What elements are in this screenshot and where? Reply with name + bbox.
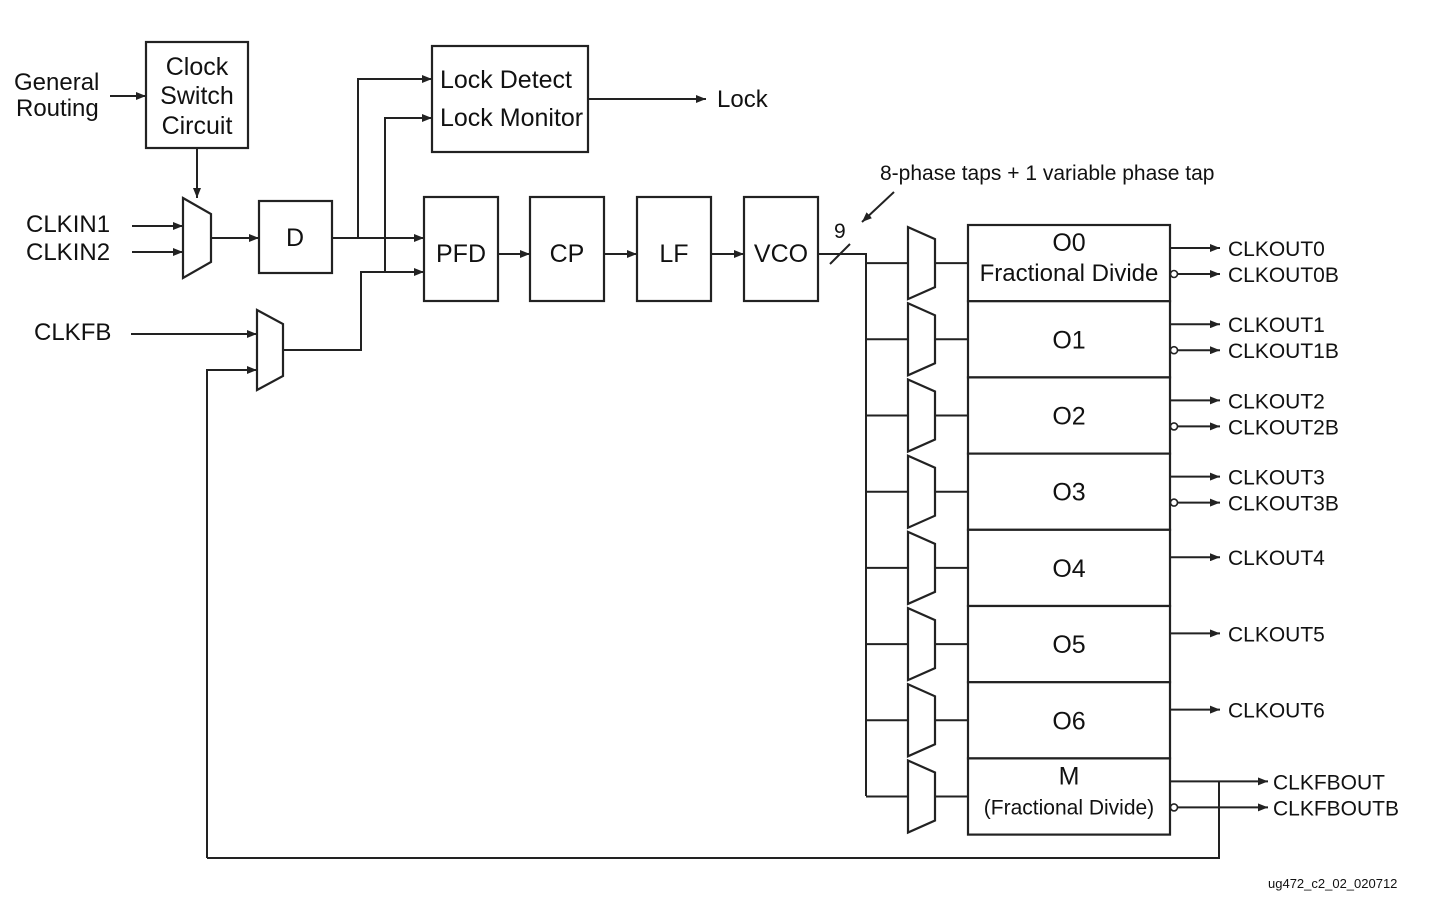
cp-label: CP [550, 240, 585, 268]
phase-mux-5 [906, 606, 937, 682]
counter-block-o6 [966, 681, 1172, 760]
vco-label: VCO [754, 240, 808, 268]
counter-block-o1 [966, 300, 1172, 379]
output-label-clkout0: CLKOUT0 [1228, 238, 1325, 261]
counter-block-o2 [966, 376, 1172, 455]
general-routing-label-line1: General [14, 69, 99, 96]
counter-block-o0 [966, 223, 1172, 303]
counter-name-o5: O5 [1052, 631, 1085, 659]
phase-mux-4 [906, 530, 937, 606]
output-label-clkout2: CLKOUT2 [1228, 390, 1325, 413]
phase-mux-3 [906, 454, 937, 530]
clkin1-label: CLKIN1 [26, 211, 110, 238]
inverter-bubble-2 [1169, 422, 1179, 431]
lock-detect-label: Lock Detect [440, 66, 572, 94]
wire-feedback-to-pfd [283, 268, 424, 351]
inverter-bubble-1 [1169, 345, 1179, 355]
output-label-clkout2b: CLKOUT2B [1228, 416, 1339, 439]
counter-name-o4: O4 [1052, 555, 1085, 583]
phase-tap-annotation: 8-phase taps + 1 variable phase tap [880, 162, 1214, 185]
phase-mux-6 [906, 682, 937, 758]
output-label-clkout6: CLKOUT6 [1228, 700, 1325, 723]
vco-block [742, 195, 820, 303]
clkfb-label: CLKFB [34, 319, 111, 346]
output-label-clkout3b: CLKOUT3B [1228, 493, 1339, 516]
input-clock-mux [181, 196, 213, 280]
phase-mux-7 [906, 758, 937, 835]
output-label-clkout1: CLKOUT1 [1228, 314, 1325, 337]
pfd-label: PFD [436, 240, 486, 268]
output-label-clkfbout: CLKFBOUT [1273, 771, 1385, 794]
counter-name-o1: O1 [1052, 326, 1085, 354]
counter-name-o3: O3 [1052, 479, 1085, 507]
wire-internal-feedback [206, 366, 257, 858]
counter-name-o0: O0 [1052, 229, 1085, 257]
output-label-clkout5: CLKOUT5 [1228, 623, 1325, 646]
output-label-clkout0b: CLKOUT0B [1228, 264, 1339, 287]
wire-d-to-lock-detect [357, 75, 432, 238]
phase-tap-annotation-arrow [861, 191, 895, 223]
counter-name-o2: O2 [1052, 403, 1085, 431]
lock-monitor-label: Lock Monitor [440, 104, 583, 132]
counter-block-o3 [966, 452, 1172, 531]
output-label-clkout4: CLKOUT4 [1228, 547, 1325, 570]
lock-detect-monitor-block [430, 44, 590, 154]
inverter-bubble-3 [1169, 498, 1179, 507]
lock-output-label: Lock [717, 86, 769, 113]
bus-width-label: 9 [834, 220, 846, 243]
clkin2-label: CLKIN2 [26, 239, 110, 266]
clock-switch-label-line1: Clock [166, 53, 229, 81]
lf-block [635, 195, 713, 303]
figure-reference: ug472_c2_02_020712 [1268, 876, 1397, 891]
counter-name-m: M [1059, 762, 1080, 790]
counter-block-o5 [966, 604, 1172, 684]
counter-subtitle-m: (Fractional Divide) [984, 796, 1154, 819]
feedback-clock-mux [255, 308, 285, 392]
phase-mux-0 [906, 225, 937, 301]
bus-width-slash [829, 243, 851, 265]
pfd-block [422, 195, 500, 303]
wire-feedback-to-lock-monitor [384, 114, 432, 272]
counter-subtitle-o0: Fractional Divide [980, 260, 1159, 287]
lf-label: LF [659, 240, 688, 268]
inverter-bubble-0 [1169, 269, 1179, 279]
cp-block [528, 195, 606, 303]
counter-block-m [966, 757, 1172, 836]
output-label-clkfboutb: CLKFBOUTB [1273, 797, 1399, 820]
clock-switch-label-line3: Circuit [162, 112, 233, 140]
phase-mux-1 [906, 301, 937, 377]
clock-switch-label-line2: Switch [160, 82, 234, 110]
output-label-clkout1b: CLKOUT1B [1228, 340, 1339, 363]
counter-block-o4 [966, 528, 1172, 608]
general-routing-label-line2: Routing [16, 95, 99, 122]
inverter-bubble-7 [1169, 803, 1179, 812]
divider-d-label: D [286, 224, 304, 252]
wire-vco-bus [818, 253, 867, 263]
phase-mux-2 [906, 377, 937, 454]
counter-name-o6: O6 [1052, 707, 1085, 735]
output-label-clkout3: CLKOUT3 [1228, 467, 1325, 490]
